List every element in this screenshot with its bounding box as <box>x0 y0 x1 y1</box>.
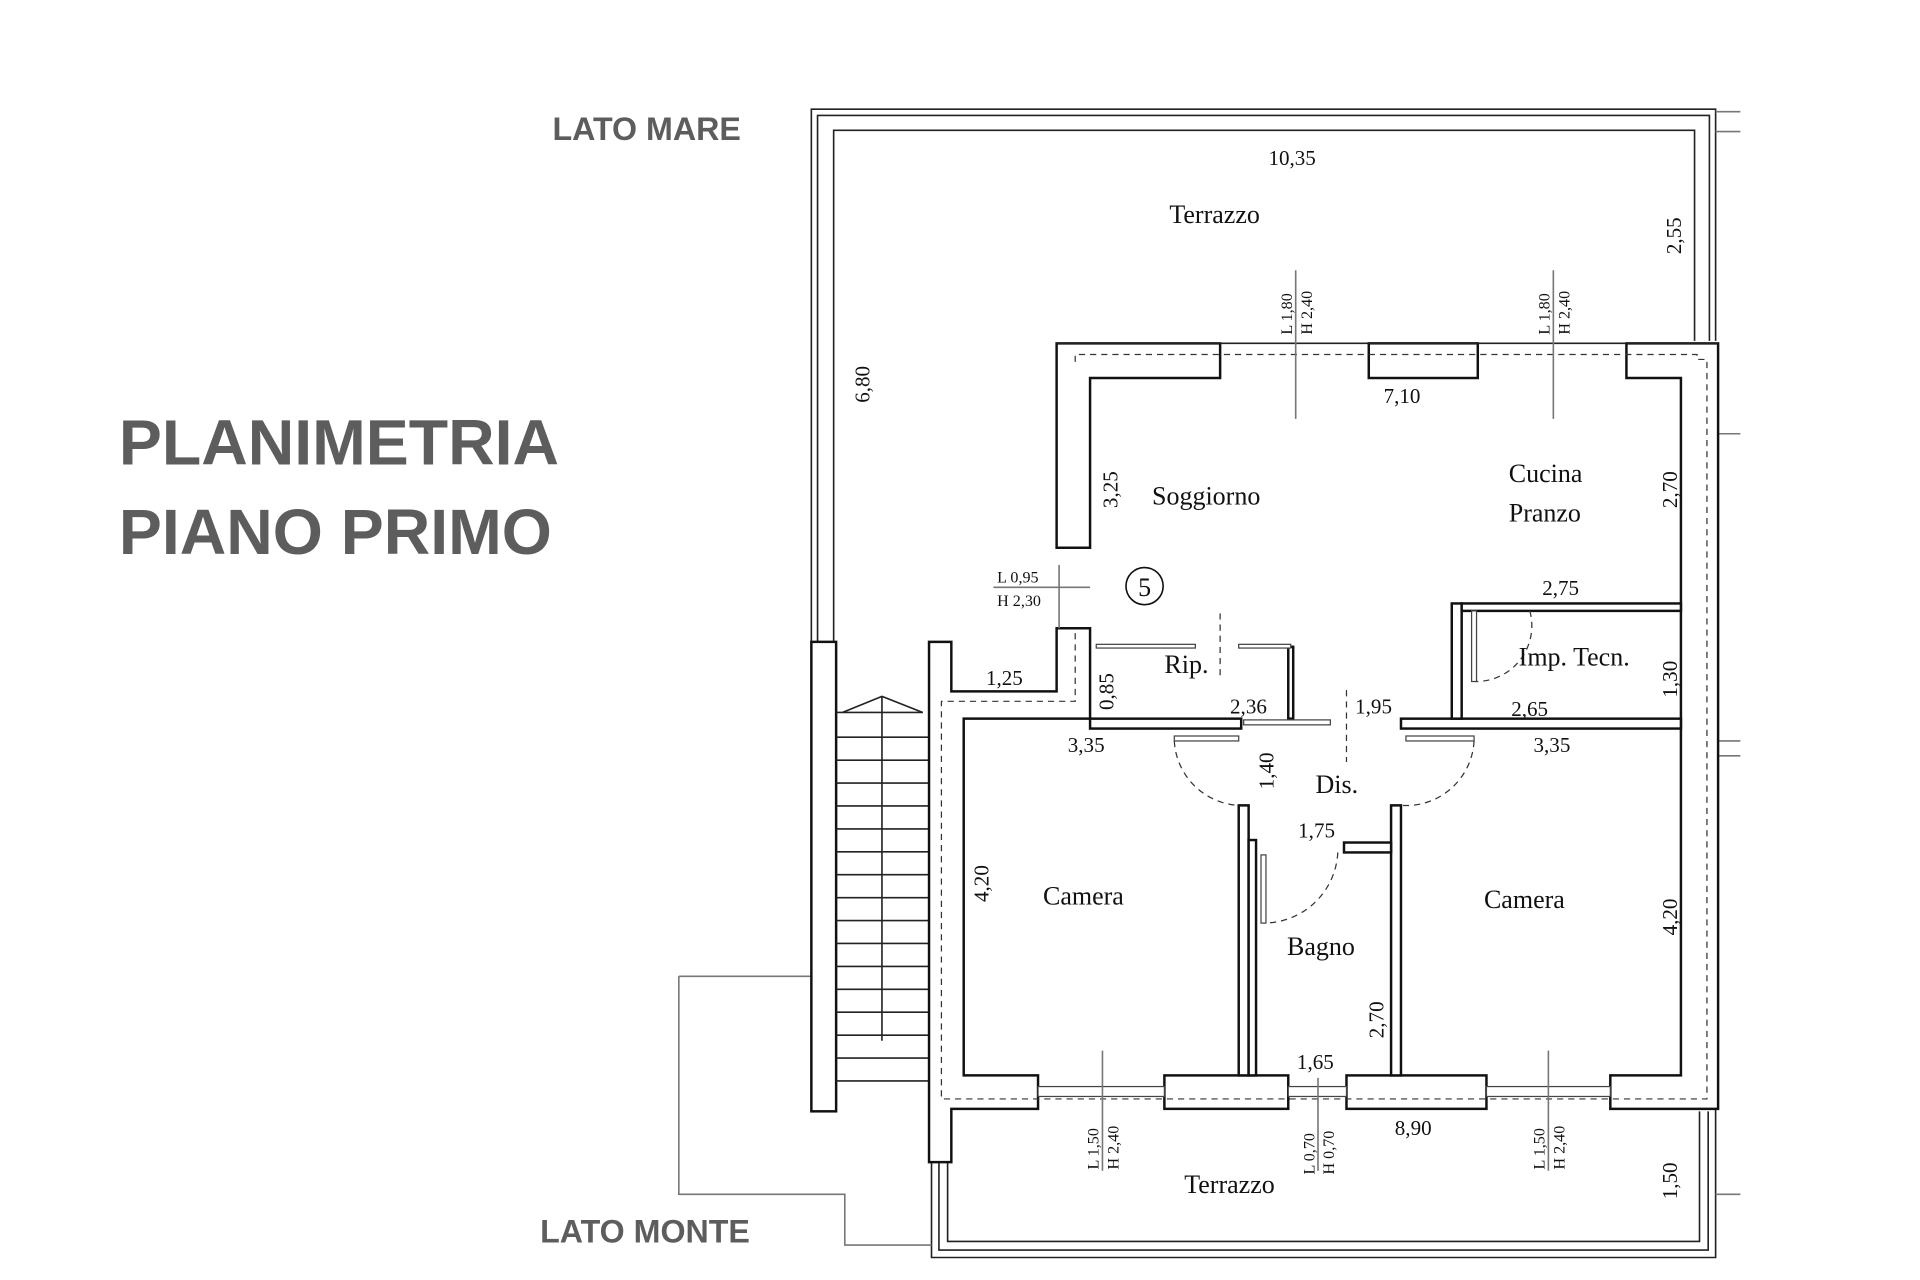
stair-treads <box>836 736 930 1082</box>
dim-7-10: 7,10 <box>1384 384 1421 408</box>
svg-text:H 2,40: H 2,40 <box>1551 1126 1568 1170</box>
room-rip: Rip. <box>1164 650 1208 679</box>
dim-10-35: 10,35 <box>1268 146 1315 170</box>
dim-1-50: 1,50 <box>1658 1162 1682 1199</box>
dim-1-40: 1,40 <box>1254 752 1278 789</box>
svg-text:L 1,80: L 1,80 <box>1537 293 1554 334</box>
svg-text:L 1,80: L 1,80 <box>1279 293 1296 334</box>
dim-1-30: 1,30 <box>1658 661 1682 698</box>
room-camera-right: Camera <box>1484 885 1565 914</box>
dim-4-20-right: 4,20 <box>1658 899 1682 936</box>
dim-3-35-left: 3,35 <box>1068 733 1105 757</box>
dim-6-80: 6,80 <box>851 366 875 403</box>
marker-circle <box>1125 566 1164 606</box>
svg-text:L 0,70: L 0,70 <box>1301 1133 1318 1174</box>
dim-1-65: 1,65 <box>1297 1050 1334 1074</box>
room-soggiorno: Soggiorno <box>1152 481 1260 510</box>
dim-0-85: 0,85 <box>1095 673 1119 710</box>
label-lato-monte: LATO MONTE <box>540 1214 750 1250</box>
room-imp-tecn: Imp. Tecn. <box>1519 642 1630 671</box>
opening-w3: L 1,50 H 2,40 <box>1086 1126 1123 1170</box>
dim-2-70-bagno: 2,70 <box>1365 1001 1389 1038</box>
dim-8-90: 8,90 <box>1395 1116 1432 1140</box>
opening-lines <box>993 270 1555 1171</box>
label-lato-mare: LATO MARE <box>552 111 740 147</box>
title-line-2: PIANO PRIMO <box>119 496 552 568</box>
svg-text:H 0,70: H 0,70 <box>1321 1131 1338 1175</box>
dim-3-25: 3,25 <box>1098 471 1122 508</box>
dim-2-36: 2,36 <box>1230 695 1267 719</box>
dim-2-75: 2,75 <box>1542 576 1579 600</box>
interior-walls <box>1088 602 1683 1077</box>
hidden-lines <box>940 353 1708 1100</box>
svg-text:H 2,40: H 2,40 <box>1106 1126 1123 1170</box>
svg-text:H 2,40: H 2,40 <box>1299 291 1316 335</box>
svg-text:L 1,50: L 1,50 <box>1532 1128 1549 1169</box>
svg-text:H 2,40: H 2,40 <box>1556 291 1573 335</box>
room-terrazzo-bottom: Terrazzo <box>1184 1170 1275 1199</box>
room-cucina: Cucina <box>1509 459 1583 488</box>
opening-w2: L 1,80 H 2,40 <box>1537 291 1574 335</box>
dim-1-75: 1,75 <box>1298 819 1335 843</box>
doors <box>1095 610 1533 924</box>
dim-1-25: 1,25 <box>986 666 1023 690</box>
title-line-1: PLANIMETRIA <box>119 407 559 479</box>
terrace-bottom-outline <box>678 975 1741 1259</box>
room-camera-left: Camera <box>1043 881 1124 910</box>
dim-4-20-left: 4,20 <box>969 865 993 902</box>
room-terrazzo-top: Terrazzo <box>1169 200 1260 229</box>
opening-entry: L 0,95 H 2,30 <box>997 569 1041 610</box>
dim-2-55: 2,55 <box>1662 217 1686 254</box>
room-bagno: Bagno <box>1287 932 1355 961</box>
dim-2-70-cucina: 2,70 <box>1658 471 1682 508</box>
svg-text:L 1,50: L 1,50 <box>1086 1128 1103 1169</box>
exterior-walls <box>927 342 1720 1164</box>
svg-text:L 0,95: L 0,95 <box>997 569 1038 586</box>
room-dis: Dis. <box>1316 770 1359 799</box>
opening-w5: L 1,50 H 2,40 <box>1532 1126 1569 1170</box>
svg-text:H 2,30: H 2,30 <box>997 593 1041 610</box>
staircase <box>810 640 924 1113</box>
dim-3-35-right: 3,35 <box>1534 733 1571 757</box>
opening-w4: L 0,70 H 0,70 <box>1301 1131 1338 1175</box>
marker-number: 5 <box>1138 573 1151 602</box>
terrace-top-outline <box>810 108 1741 1112</box>
opening-w1: L 1,80 H 2,40 <box>1279 291 1316 335</box>
dim-2-65: 2,65 <box>1511 697 1548 721</box>
room-pranzo: Pranzo <box>1509 499 1581 528</box>
dim-1-95: 1,95 <box>1355 695 1392 719</box>
